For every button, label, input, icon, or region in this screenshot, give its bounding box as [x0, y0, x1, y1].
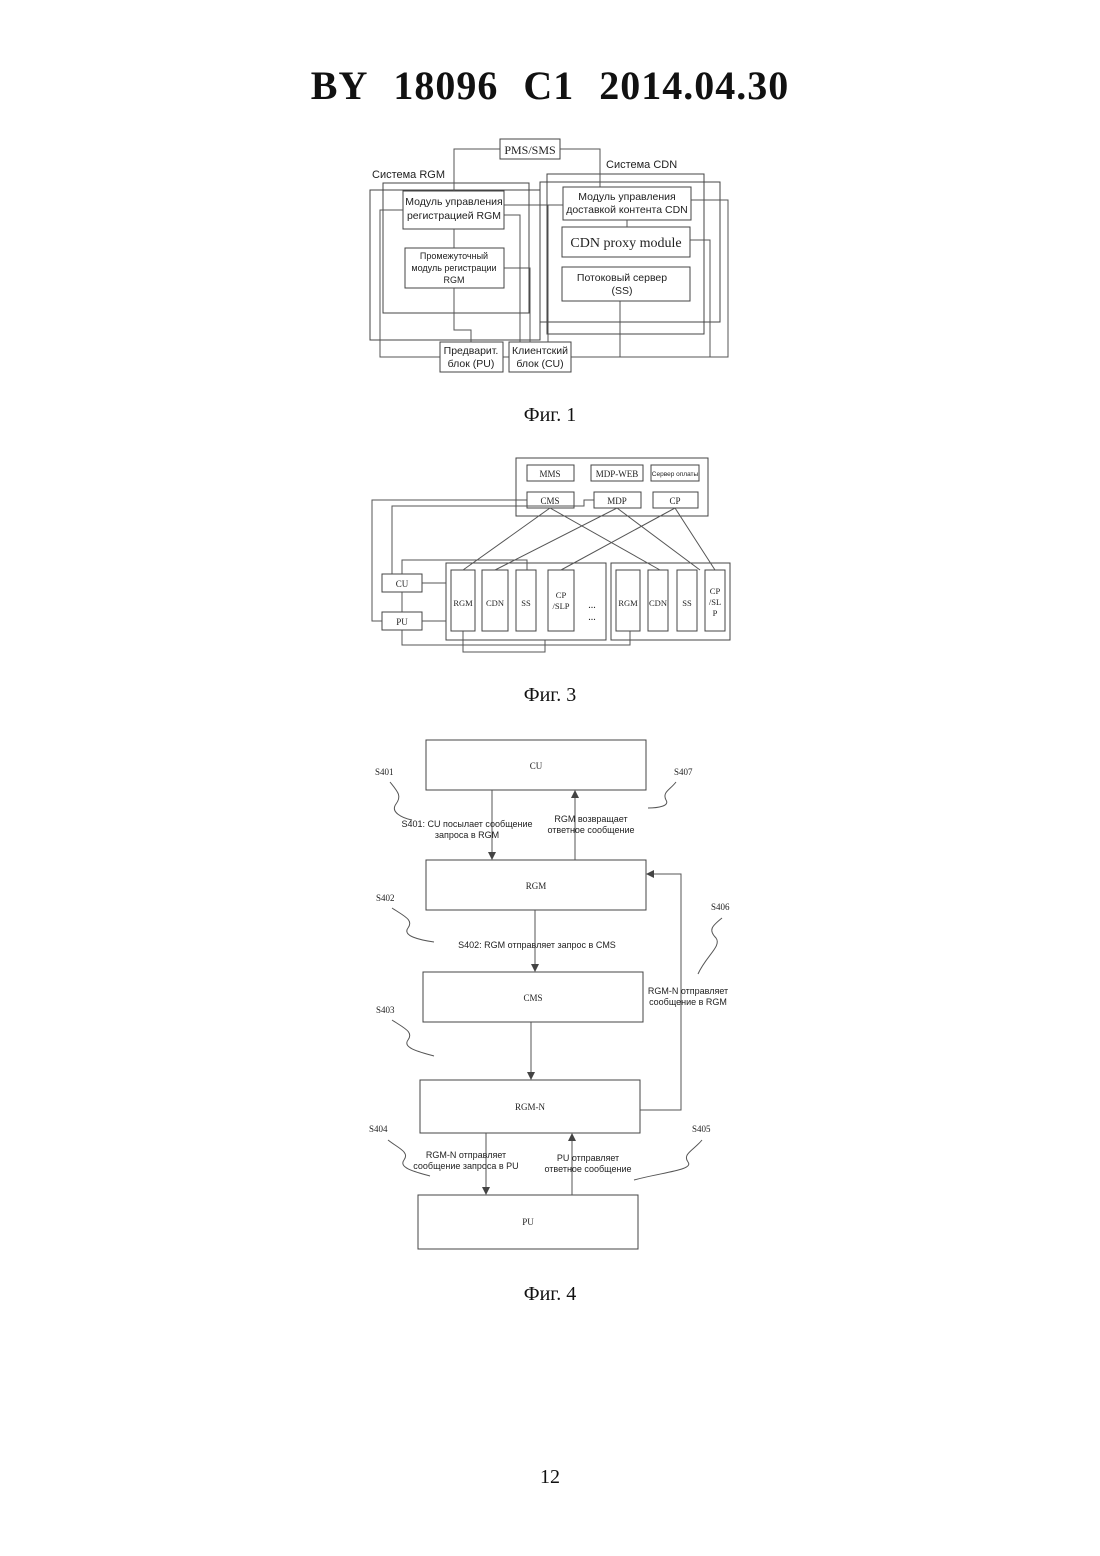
s402-text: S402: RGM отправляет запрос в CMS [458, 940, 616, 950]
pu-block-line2: блок (PU) [448, 358, 495, 370]
step-s401-id: S401 [375, 767, 394, 777]
cdn-system-label: Система CDN [606, 159, 677, 171]
mms-label: MMS [539, 469, 560, 479]
mdp-label: MDP [607, 496, 627, 506]
step-s403-id: S403 [376, 1005, 395, 1015]
pu-block-line1: Предварит. [444, 345, 499, 357]
s407-text-line1: RGM возвращает [554, 814, 627, 824]
cp-label: CP [669, 496, 680, 506]
cp-slp-right-line3: P [713, 608, 718, 618]
s401-text-line1: S401: CU посылает сообщение [401, 819, 532, 829]
s405-text-line1: PU отправляет [557, 1153, 619, 1163]
cdn-delivery-mgmt-line2: доставкой контента CDN [566, 204, 688, 216]
rgm-intermediate-line1: Промежуточный [420, 251, 488, 261]
cu-label: CU [396, 579, 409, 589]
cp-slp-right-line2: /SL [709, 597, 721, 607]
cu-block-line2: блок (CU) [516, 358, 563, 370]
s404-text-line2: сообщение запроса в PU [413, 1161, 518, 1171]
s406-text-line1: RGM-N отправляет [648, 986, 728, 996]
ss-right-label: SS [682, 598, 692, 608]
ellipsis-2: ... [588, 612, 596, 623]
pay-server-label: Сервер оплаты [652, 471, 699, 478]
s405-text-line2: ответное сообщение [545, 1164, 632, 1174]
rgm-reg-mgmt-line2: регистрацией RGM [407, 210, 501, 222]
stream-server-line2: (SS) [612, 285, 633, 297]
cms-step-label: CMS [523, 993, 542, 1003]
cu-block-line1: Клиентский [512, 345, 568, 357]
figure-4-flowchart: CU RGM CMS RGM-N PU S401 S407 S402 S406 … [369, 740, 730, 1249]
cp-slp-right-line1: CP [710, 586, 721, 596]
cu-step-label: CU [530, 761, 543, 771]
figure-3-diagram: MMS MDP-WEB Сервер оплаты CMS MDP CP CU … [372, 458, 730, 652]
ss-left-label: SS [521, 598, 531, 608]
rgm-step-label: RGM [526, 881, 547, 891]
s404-text-line1: RGM-N отправляет [426, 1150, 506, 1160]
ellipsis-1: ... [588, 600, 596, 611]
rgm-system-label: Система RGM [372, 169, 445, 181]
step-s407-id: S407 [674, 767, 693, 777]
rgm-n-step-label: RGM-N [515, 1102, 546, 1112]
figure-3-caption: Фиг. 3 [0, 684, 1100, 707]
cdn-proxy-label: CDN proxy module [570, 236, 681, 251]
cp-slp-left-line2: /SLP [552, 601, 569, 611]
cdn-delivery-mgmt-line1: Модуль управления [578, 191, 675, 203]
rgm-right-label: RGM [618, 598, 638, 608]
step-s405-id: S405 [692, 1124, 711, 1134]
page-number: 12 [0, 1466, 1100, 1489]
pu-step-label: PU [522, 1217, 534, 1227]
cms-label: CMS [540, 496, 559, 506]
stream-server-line1: Потоковый сервер [577, 272, 667, 284]
rgm-intermediate-line2: модуль регистрации [411, 263, 496, 273]
figure-1-diagram: PMS/SMS Система RGM Система CDN Модуль у… [370, 139, 728, 372]
s407-text-line2: ответное сообщение [548, 825, 635, 835]
rgm-reg-mgmt-line1: Модуль управления [405, 196, 502, 208]
step-s404-id: S404 [369, 1124, 388, 1134]
pu-label: PU [396, 617, 408, 627]
cdn-right-label: CDN [649, 598, 667, 608]
step-s402-id: S402 [376, 893, 395, 903]
step-s406-id: S406 [711, 902, 730, 912]
s401-text-line2: запроса в RGM [435, 830, 499, 840]
rgm-intermediate-line3: RGM [444, 275, 465, 285]
s406-text-line2: сообщение в RGM [649, 997, 727, 1007]
rgm-left-label: RGM [453, 598, 473, 608]
pms-sms-label: PMS/SMS [504, 143, 555, 157]
mdp-web-label: MDP-WEB [596, 469, 639, 479]
cp-slp-left-line1: CP [556, 590, 567, 600]
cdn-left-label: CDN [486, 598, 504, 608]
figure-4-caption: Фиг. 4 [0, 1283, 1100, 1306]
figure-1-caption: Фиг. 1 [0, 404, 1100, 427]
